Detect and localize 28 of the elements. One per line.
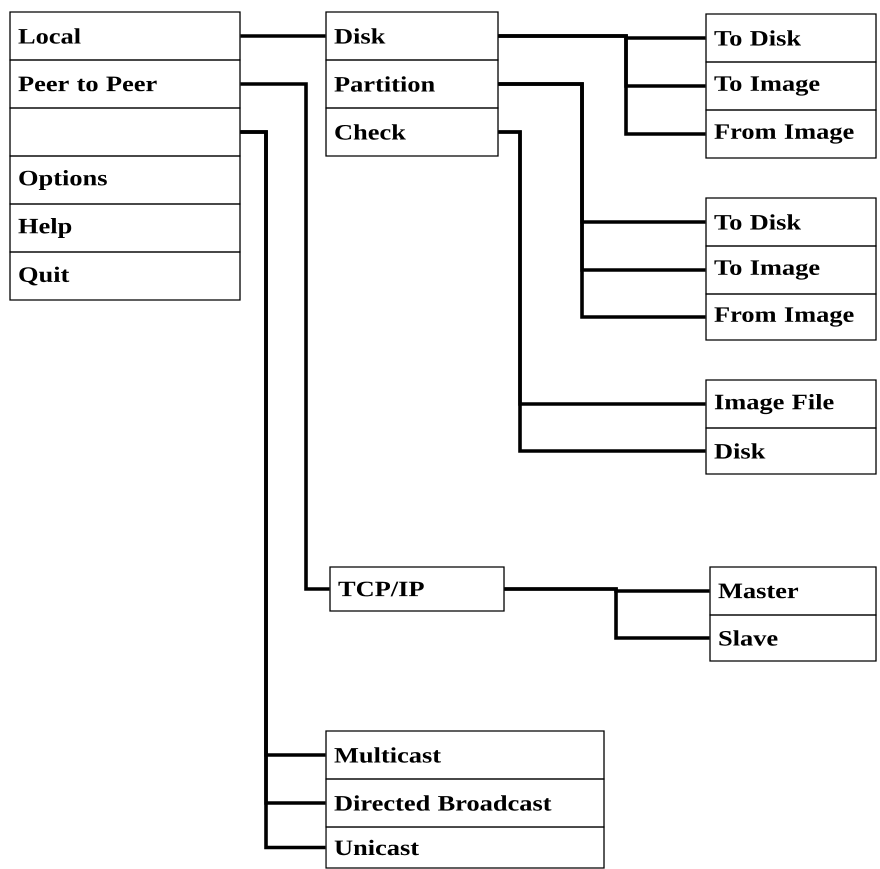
menu-item-box: Disk — [325, 11, 499, 61]
menu-item-box: Partition — [325, 59, 499, 109]
connector-line — [240, 34, 326, 38]
connector-line — [504, 587, 710, 640]
menu-item-box: From Image — [705, 293, 877, 341]
menu-item-box: Directed Broadcast — [325, 778, 605, 828]
connector-line — [240, 82, 330, 591]
menu-item-box: Image File — [705, 379, 877, 429]
menu-item-box: Check — [325, 107, 499, 157]
menu-item-box: Disk — [705, 427, 877, 475]
menu-item-box: Help — [9, 203, 241, 253]
menu-item-box: To Image — [705, 245, 877, 295]
menu-item-box: Master — [709, 566, 877, 616]
menu-item-box: To Image — [705, 61, 877, 111]
connector-line — [498, 82, 706, 319]
menu-item-box — [9, 107, 241, 157]
menu-item-box: Multicast — [325, 730, 605, 780]
menu-item-box: Slave — [709, 614, 877, 662]
menu-item-box: Options — [9, 155, 241, 205]
menu-item-box: From Image — [705, 109, 877, 159]
menu-item-box: To Disk — [705, 13, 877, 63]
menu-item-box: Quit — [9, 251, 241, 301]
menu-item-box: Peer to Peer — [9, 59, 241, 109]
connector-line — [498, 34, 706, 136]
menu-item-box: Local — [9, 11, 241, 61]
menu-item-box: TCP/IP — [329, 566, 505, 612]
menu-item-box: To Disk — [705, 197, 877, 247]
menu-item-box: Unicast — [325, 826, 605, 869]
